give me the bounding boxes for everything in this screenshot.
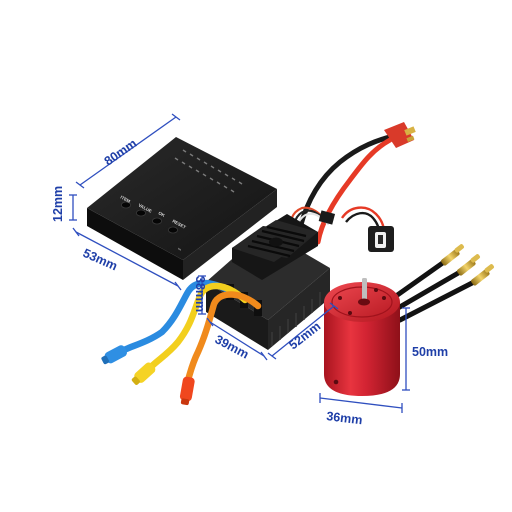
fan-hub (269, 237, 283, 247)
card-button-ok[interactable]: OK (151, 210, 167, 225)
motor-phase-wires (120, 279, 262, 384)
program-card-right-side (183, 189, 277, 280)
program-card-side (87, 208, 183, 280)
phase-wire-orange (184, 291, 262, 384)
cap-screw-holes (338, 288, 386, 315)
card-button-item[interactable]: ITEM (120, 194, 132, 209)
brushless-motor (324, 244, 494, 396)
motor-side-vent (333, 379, 339, 385)
card-button-ok-label: OK (158, 210, 167, 218)
dim-card-length-label: 80mm (102, 136, 140, 168)
program-card: ITEM VALUE OK RESET (87, 137, 277, 280)
motor-can (324, 302, 400, 396)
power-switch (368, 226, 394, 252)
program-card-top (87, 137, 277, 260)
bullet-sleeves (101, 345, 195, 406)
card-button-reset-label: RESET (172, 218, 188, 229)
push-button-icon (151, 217, 162, 225)
motor-leads (393, 259, 477, 323)
phase-wire-yellow (148, 282, 249, 370)
bullet-sleeve-orange (179, 376, 195, 406)
dim-card-height-label: 12mm (51, 186, 65, 222)
esc-right-face (268, 268, 330, 350)
card-button-item-label: ITEM (120, 194, 132, 203)
push-button-icon (167, 226, 178, 234)
heatsink-fins (271, 292, 321, 346)
dim-motor-diameter-label: 36mm (326, 409, 364, 427)
dim-motor-length: 50mm (402, 307, 448, 391)
dim-motor-diameter: 36mm (319, 393, 403, 427)
dim-esc-height-label: 38mm (193, 276, 207, 312)
led-row-bottom (174, 157, 235, 193)
card-button-value-label: VALUE (138, 202, 153, 213)
card-button-value[interactable]: VALUE (135, 202, 153, 217)
dim-esc-length-label: 39mm (213, 332, 251, 361)
phase-wire-blue (120, 279, 236, 354)
dim-esc-height: 38mm (193, 275, 207, 315)
bullet-sleeve-blue (101, 345, 127, 365)
dim-motor-length-label: 50mm (412, 345, 448, 359)
motor-bearing (358, 298, 370, 306)
led-indicator-rows (178, 247, 181, 251)
rx-plug (318, 210, 336, 225)
gold-bullet-connectors (441, 244, 494, 286)
dim-card-width-label: 53mm (81, 246, 120, 273)
t-plug-connector (384, 122, 416, 148)
bullet-sleeve-yellow (131, 362, 156, 385)
push-button-icon (135, 209, 146, 217)
motor-shaft (362, 278, 367, 302)
card-button-reset[interactable]: RESET (167, 218, 188, 234)
dim-card-height: 12mm (51, 186, 77, 222)
battery-wire-red (315, 137, 393, 245)
push-button-icon (121, 201, 132, 209)
led-row-top (182, 149, 243, 185)
